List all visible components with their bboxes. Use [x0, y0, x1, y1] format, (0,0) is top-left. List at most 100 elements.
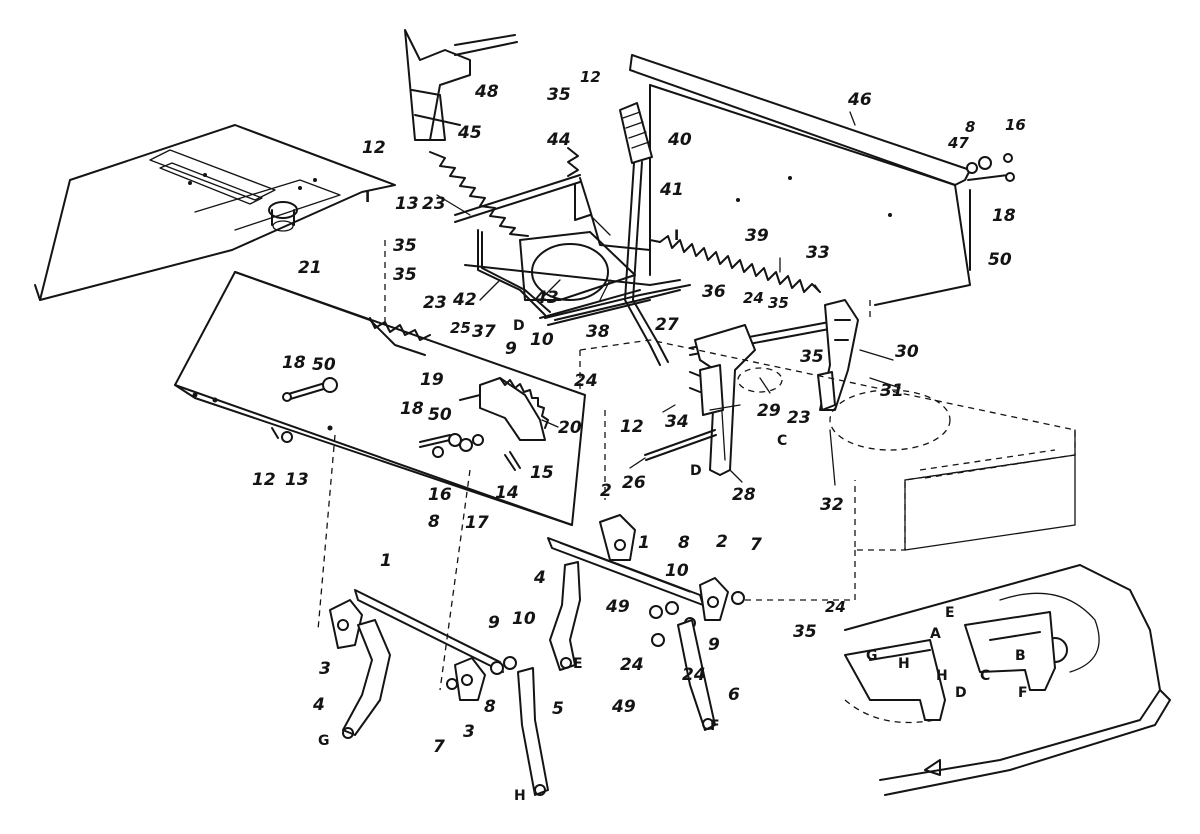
callout-41: 41	[659, 180, 684, 200]
connector-D-bracket: D	[690, 463, 702, 479]
callout-8: 8	[428, 512, 440, 532]
callout-numbers: 48 45 35 12 44 12 13 23 35 35 23 42 37 4…	[252, 68, 1026, 757]
connector-D-deck: D	[955, 685, 967, 701]
callout-1: 1	[380, 551, 392, 571]
rod-38	[544, 284, 691, 326]
fasteners-left	[271, 153, 1015, 471]
callout-33: 33	[806, 243, 830, 263]
callout-13: 13	[285, 470, 309, 490]
callout-10: 10	[530, 330, 554, 350]
connector-H: H	[514, 788, 526, 804]
tractor-frame	[384, 240, 1076, 601]
callout-46: 46	[847, 90, 872, 110]
sector-plate-20	[459, 377, 549, 441]
callout-48: 48	[474, 82, 499, 102]
callout-24: 24	[682, 665, 706, 685]
callout-37: 37	[472, 322, 496, 342]
left-deck-plate	[34, 124, 396, 301]
callout-30: 30	[895, 342, 919, 362]
connector-I-deck: I	[365, 190, 370, 206]
seat-support-46	[629, 54, 971, 306]
rod-44-linkage	[454, 147, 681, 321]
callout-28: 28	[732, 485, 756, 505]
callout-4: 4	[533, 568, 546, 588]
callout-42: 42	[452, 290, 477, 310]
connector-C-arm: C	[777, 433, 787, 449]
callout-39: 39	[745, 226, 769, 246]
linkage-guides	[317, 410, 606, 691]
callout-38: 38	[586, 322, 610, 342]
arm-4-left	[342, 619, 391, 739]
callout-10: 10	[512, 609, 536, 629]
center-lift-arm	[547, 514, 745, 647]
leader-lines	[436, 111, 901, 486]
callout-24: 24	[620, 655, 644, 675]
callout-18: 18	[282, 353, 306, 373]
callout-36: 36	[702, 282, 726, 302]
callout-16: 16	[428, 485, 452, 505]
callout-24: 24	[574, 371, 598, 391]
callout-10: 10	[665, 561, 689, 581]
spring-39	[649, 235, 821, 293]
callout-24: 24	[743, 289, 764, 307]
callout-8: 8	[965, 118, 975, 136]
rod-26	[644, 429, 717, 461]
connector-A-deck: A	[930, 626, 941, 642]
arm-5	[517, 667, 549, 796]
callout-15: 15	[530, 463, 554, 483]
connector-F-arm: F	[710, 718, 720, 734]
callout-23: 23	[422, 194, 446, 214]
callout-35: 35	[393, 265, 417, 285]
callout-35: 35	[793, 622, 817, 642]
callout-47: 47	[947, 134, 969, 152]
callout-18: 18	[400, 399, 424, 419]
connector-D-rod: D	[513, 318, 525, 334]
callout-26: 26	[622, 473, 646, 493]
arm-4-center	[549, 561, 581, 671]
callout-8: 8	[678, 533, 690, 553]
lift-handle-40-41	[619, 102, 669, 366]
connector-G-deck: G	[866, 648, 878, 664]
callout-35: 35	[800, 347, 824, 367]
callout-29: 29	[757, 401, 781, 421]
connector-H-deck: H	[898, 656, 910, 672]
callout-12: 12	[362, 138, 386, 158]
connector-H-deck-2: H	[936, 668, 948, 684]
callout-44: 44	[546, 130, 571, 150]
connector-I-spring: I	[674, 228, 679, 244]
callout-13: 13	[395, 194, 419, 214]
callout-50: 50	[988, 250, 1012, 270]
callout-35: 35	[768, 294, 789, 312]
callout-18: 18	[992, 206, 1016, 226]
connector-E-arm: E	[573, 656, 583, 672]
callout-8: 8	[484, 697, 496, 717]
callout-12: 12	[580, 68, 601, 86]
callout-34: 34	[665, 412, 689, 432]
callout-25: 25	[450, 319, 471, 337]
callout-45: 45	[457, 123, 482, 143]
callout-27: 27	[655, 315, 679, 335]
callout-20: 20	[558, 418, 582, 438]
shield-plate-43	[519, 231, 636, 301]
callout-31: 31	[880, 381, 904, 401]
callout-3: 3	[319, 659, 331, 679]
callout-50: 50	[428, 405, 452, 425]
connector-B-deck: B	[1015, 648, 1026, 664]
callout-50: 50	[312, 355, 336, 375]
connector-marks: I I G H E F D D C E A G H H D C F B	[318, 190, 1028, 804]
callout-1: 1	[638, 533, 650, 553]
cross-shaft-33	[689, 299, 859, 411]
callout-2: 2	[716, 532, 728, 552]
callout-35: 35	[393, 236, 417, 256]
callout-7: 7	[433, 737, 445, 757]
callout-3: 3	[463, 722, 475, 742]
callout-2: 2	[600, 481, 612, 501]
callout-23: 23	[423, 293, 447, 313]
callout-23: 23	[787, 408, 811, 428]
callout-9: 9	[708, 635, 720, 655]
callout-49: 49	[611, 697, 636, 717]
callout-40: 40	[667, 130, 692, 150]
callout-43: 43	[534, 288, 559, 308]
